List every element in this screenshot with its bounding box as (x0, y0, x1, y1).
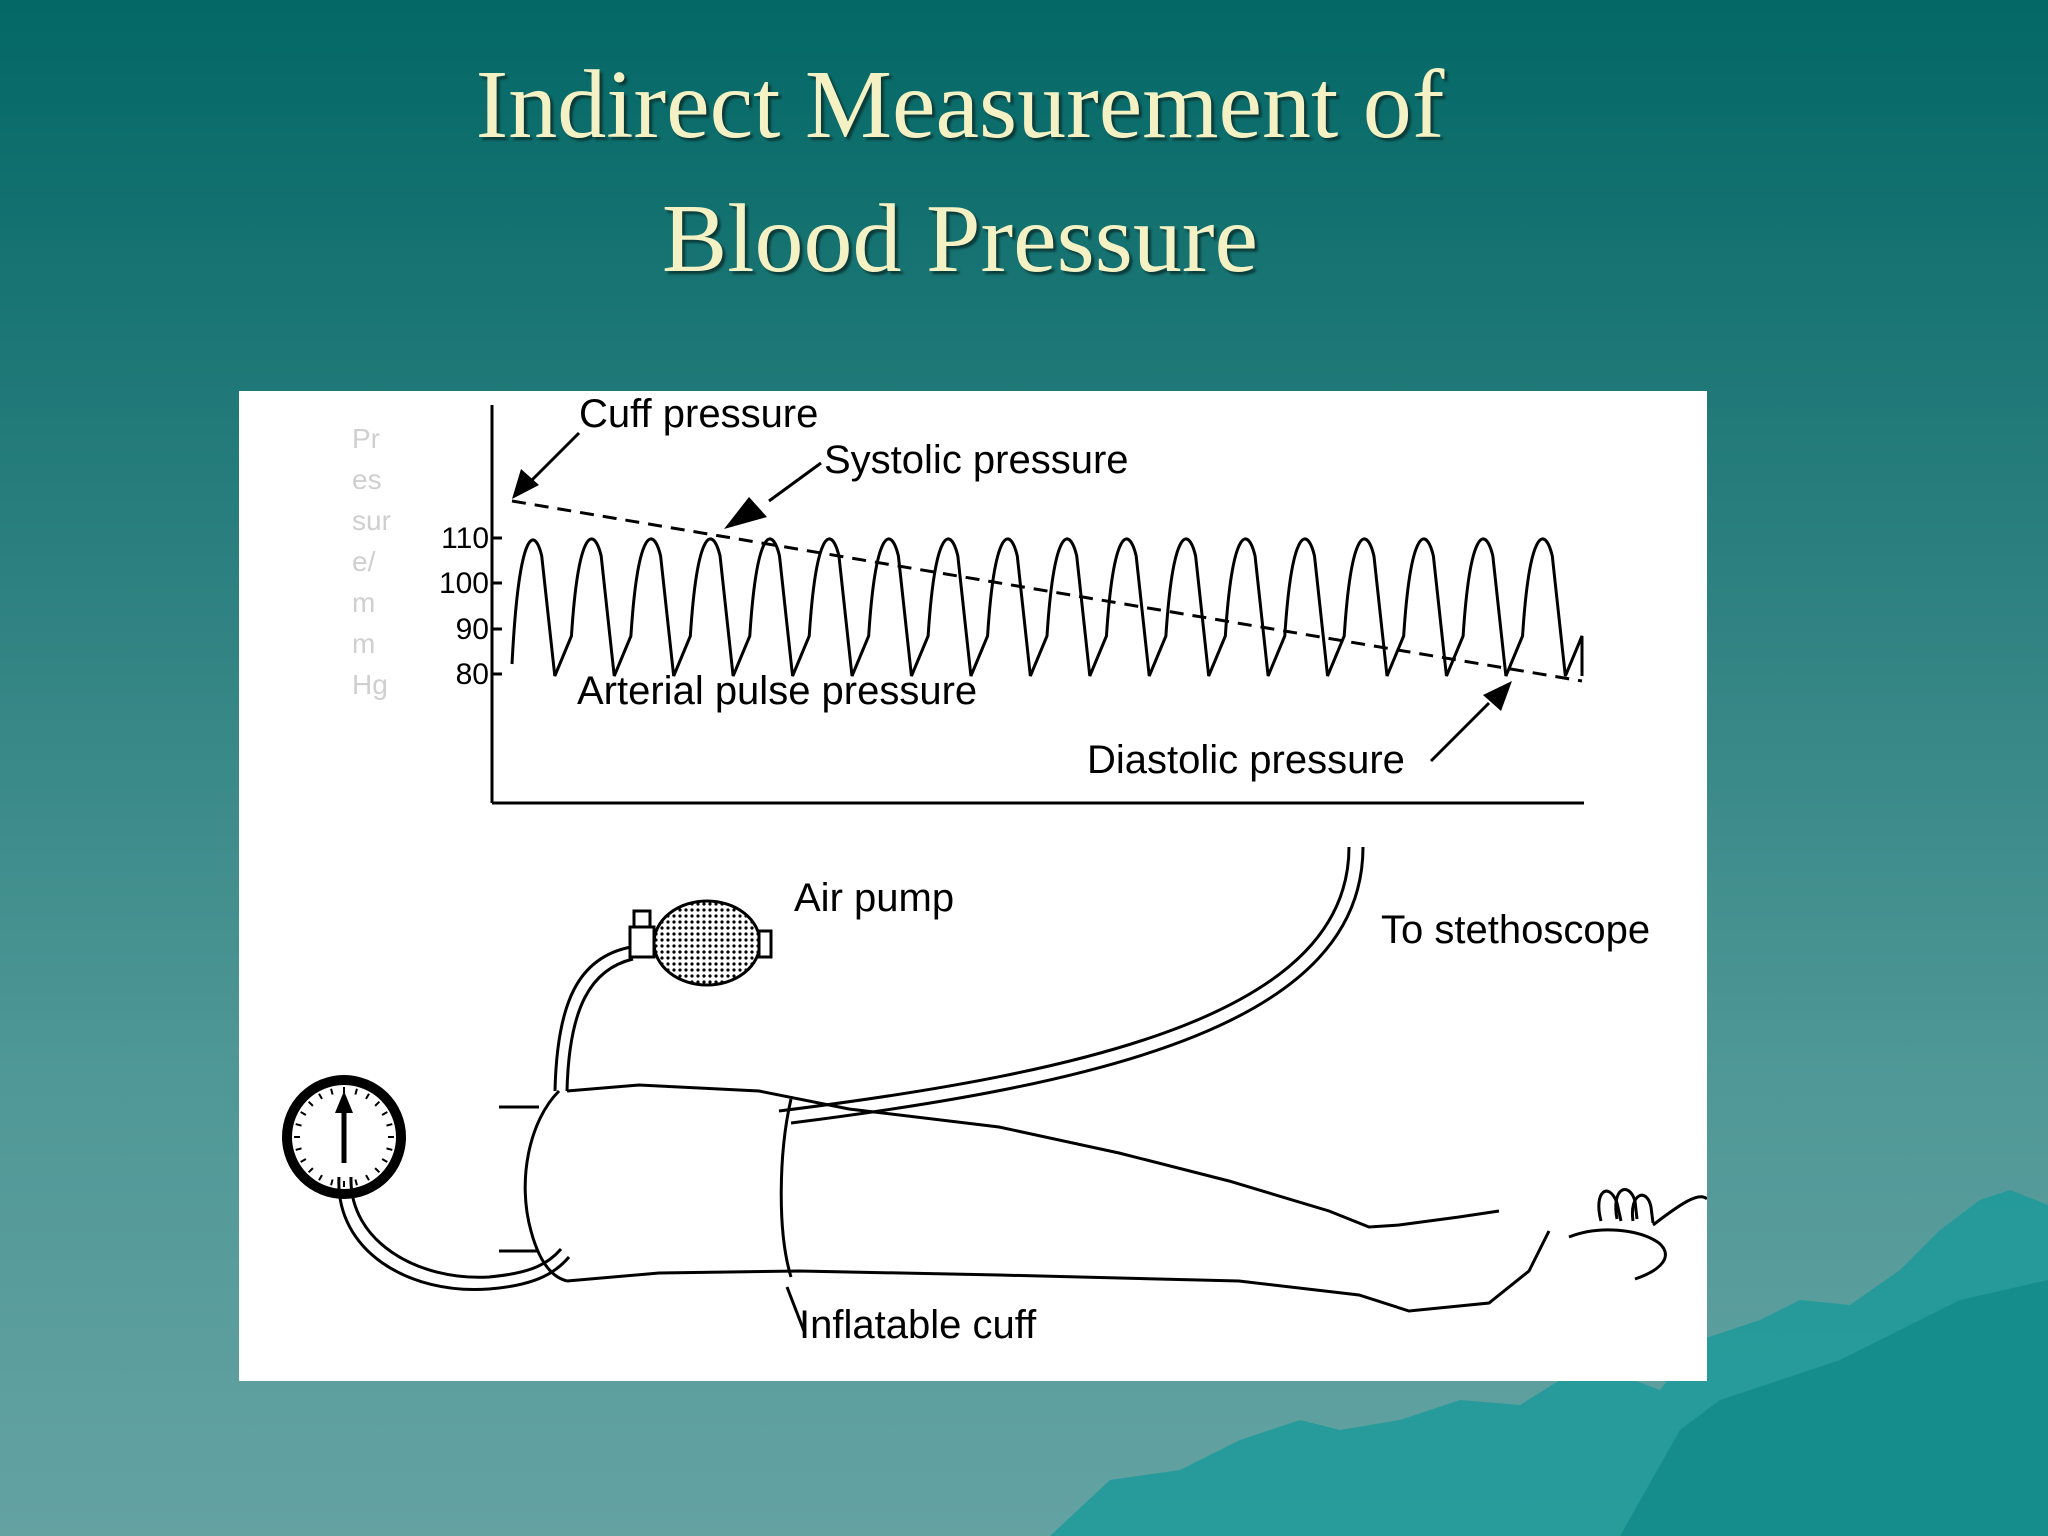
systolic-pressure-arrowhead (724, 497, 767, 529)
arm-bottom (566, 1230, 1551, 1313)
gauge-tick (300, 1158, 307, 1163)
inflatable-cuff-leader (785, 1286, 806, 1332)
mountain-shade (1620, 1280, 2048, 1536)
y-axis-label-line: m (352, 587, 375, 618)
y-axis-label-line: e/ (352, 546, 376, 577)
y-axis-label-line: es (352, 464, 382, 495)
gauge-tick (354, 1179, 358, 1186)
gauge-tick (330, 1088, 334, 1095)
cuff-pressure-line (511, 499, 1583, 683)
air-pump-end (757, 929, 773, 959)
diastolic-pressure-arrowhead (1483, 681, 1512, 711)
air-pump-tube (553, 945, 632, 1092)
stethoscope-tube (778, 846, 1351, 1113)
slide-title: Indirect Measurement of Blood Pressure (0, 38, 1920, 306)
gauge-tick (365, 1174, 370, 1181)
gauge-tick (374, 1167, 381, 1174)
gauge-tick (307, 1100, 314, 1107)
thumb (1652, 1195, 1707, 1227)
upper-arm-top (566, 1083, 1500, 1229)
y-axis-label-line: Pr (352, 423, 380, 454)
arterial-pulse-pressure-label: Arterial pulse pressure (577, 669, 977, 713)
gauge-tick (374, 1100, 381, 1107)
diastolic-pressure-label: Diastolic pressure (1087, 738, 1405, 782)
arterial-pulse-wave (510, 537, 1584, 677)
gauge-needle-tip (335, 1091, 353, 1113)
systolic-pressure-leader (768, 461, 822, 503)
air-pump-valve-cap (632, 909, 652, 929)
air-pump-label: Air pump (794, 876, 954, 920)
gauge-tick (330, 1179, 334, 1186)
gauge-tick (295, 1123, 302, 1127)
diastolic-pressure-leader (1429, 701, 1491, 763)
cuff-pressure-leader (527, 431, 581, 485)
figure-panel: Pr es sur e/ m m Hg 110 100 90 80 Cuff p… (239, 391, 1707, 1381)
y-axis-label: Pr es sur e/ m m Hg (352, 423, 391, 700)
gauge-tick (354, 1088, 358, 1095)
y-tick-label: 80 (456, 658, 489, 691)
gauge-tick (307, 1167, 314, 1174)
stethoscope-tube (790, 846, 1365, 1125)
y-ticks: 110 100 90 80 (439, 522, 502, 691)
gauge-tube (337, 1176, 571, 1292)
finger (1630, 1193, 1655, 1224)
title-line-1: Indirect Measurement of (475, 51, 1445, 159)
y-tick-label: 100 (439, 567, 489, 600)
air-pump (628, 899, 773, 987)
gauge-tick (386, 1123, 393, 1127)
gauge-tick (295, 1147, 302, 1151)
inflatable-cuff (779, 1098, 793, 1278)
gauge-tick (318, 1093, 323, 1100)
inflatable-cuff-label: Inflatable cuff (799, 1303, 1037, 1347)
gauge-tick (386, 1147, 393, 1151)
y-tick-label: 110 (441, 522, 489, 555)
gauge-tick (300, 1111, 307, 1116)
gauge-tick (381, 1158, 388, 1163)
air-pump-tube (565, 957, 634, 1092)
air-pump-bulb (652, 899, 762, 987)
y-axis-label-line: Hg (352, 669, 388, 700)
title-line-2: Blood Pressure (661, 185, 1259, 293)
bp-measurement-diagram: Pr es sur e/ m m Hg 110 100 90 80 Cuff p… (282, 392, 1707, 1347)
gauge-ticks (294, 1087, 394, 1187)
y-tick-label: 90 (456, 613, 489, 646)
cuff-pressure-label: Cuff pressure (579, 392, 818, 436)
air-pump-valve (628, 925, 656, 959)
pressure-gauge (282, 1075, 406, 1199)
gauge-tick (365, 1093, 370, 1100)
y-axis-label-line: m (352, 628, 375, 659)
gauge-tick (381, 1111, 388, 1116)
gauge-tick (318, 1174, 323, 1181)
to-stethoscope-label: To stethoscope (1381, 908, 1650, 952)
palm (1568, 1228, 1667, 1281)
y-axis-label-line: sur (352, 505, 391, 536)
gauge-tube (349, 1176, 563, 1279)
systolic-pressure-label: Systolic pressure (824, 438, 1129, 482)
cuff-pressure-arrowhead (512, 469, 539, 499)
hand (1568, 1188, 1707, 1281)
